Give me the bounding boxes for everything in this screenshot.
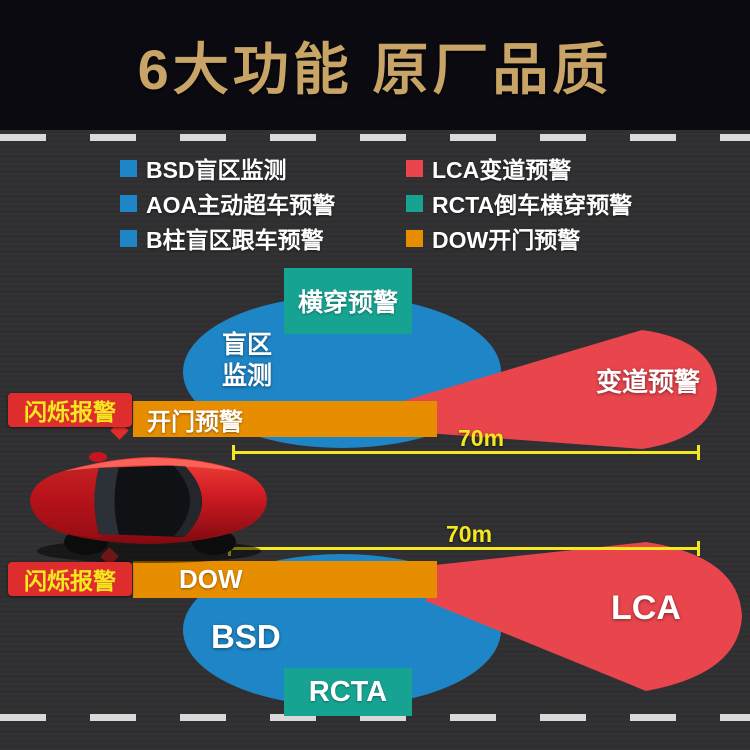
distance-tick-top-left (232, 445, 235, 460)
rcta-zone-top: 横穿预警 (284, 268, 412, 334)
distance-tick-top-right (697, 445, 700, 460)
bsd-zone-bottom-label: BSD (211, 618, 281, 655)
lca-beam-bottom-label: LCA (611, 589, 681, 627)
dow-bar-bottom-label: DOW (179, 564, 243, 594)
legend-item-dow: DOW开门预警 (406, 227, 580, 253)
header-band: 6大功能 原厂品质 (0, 0, 750, 130)
lane-marking-bottom (0, 714, 750, 721)
legend-swatch-dow (406, 229, 423, 247)
car-canopy (94, 465, 202, 537)
legend-label-dow: DOW开门预警 (432, 227, 581, 253)
legend-swatch-bpillar (120, 229, 137, 247)
legend-swatch-lca (406, 159, 423, 177)
flash-alert-badge-top: 闪烁报警 (8, 393, 132, 427)
car-highlight (64, 458, 238, 471)
car-windshield (94, 467, 119, 535)
legend-label-bpillar: B柱盲区跟车预警 (146, 227, 324, 253)
bsd-zone-top-label-line2: 监测 (222, 362, 273, 390)
legend-label-rcta: RCTA倒车横穿预警 (432, 192, 633, 218)
lane-marking-top (0, 134, 750, 141)
lca-beam-top-label: 变道预警 (596, 367, 701, 397)
legend-label-bsd: BSD盲区监测 (146, 157, 287, 183)
dow-bar-top: 开门预警 (133, 401, 437, 437)
bsd-zone-top-label: 盲区 监测 (222, 330, 272, 392)
dow-bar-bottom: DOW (133, 561, 437, 598)
bsd-zone-top-label-line1: 盲区 (222, 331, 273, 359)
legend-swatch-aoa (120, 194, 137, 212)
distance-line-top (232, 451, 700, 454)
flash-alert-top-label: 闪烁报警 (24, 399, 116, 425)
rcta-zone-bottom: RCTA (284, 668, 412, 716)
legend-swatch-rcta (406, 194, 423, 212)
legend-item-rcta: RCTA倒车横穿预警 (406, 192, 632, 218)
car-rear-glass (174, 465, 202, 537)
legend-item-bsd: BSD盲区监测 (120, 157, 287, 183)
distance-tick-bottom-right (697, 541, 700, 556)
car-illustration (30, 452, 267, 563)
car-mirror (89, 452, 107, 462)
legend-item-aoa: AOA主动超车预警 (120, 192, 335, 218)
rcta-zone-bottom-label: RCTA (308, 675, 388, 708)
page-title: 6大功能 原厂品质 (137, 37, 613, 101)
legend-label-aoa: AOA主动超车预警 (146, 192, 336, 218)
distance-label-bottom: 70m (446, 521, 493, 547)
legend-swatch-bsd (120, 159, 137, 177)
legend-item-lca: LCA变道预警 (406, 157, 571, 183)
rcta-zone-top-label: 横穿预警 (297, 289, 398, 317)
flash-alert-bottom-label: 闪烁报警 (24, 568, 116, 594)
legend-item-bpillar: B柱盲区跟车预警 (120, 227, 324, 253)
flash-alert-badge-bottom: 闪烁报警 (8, 562, 132, 596)
legend-label-lca: LCA变道预警 (432, 157, 572, 183)
car-front-shading (30, 463, 102, 538)
distance-label-top: 70m (458, 425, 505, 451)
dow-bar-top-label: 开门预警 (147, 408, 243, 436)
